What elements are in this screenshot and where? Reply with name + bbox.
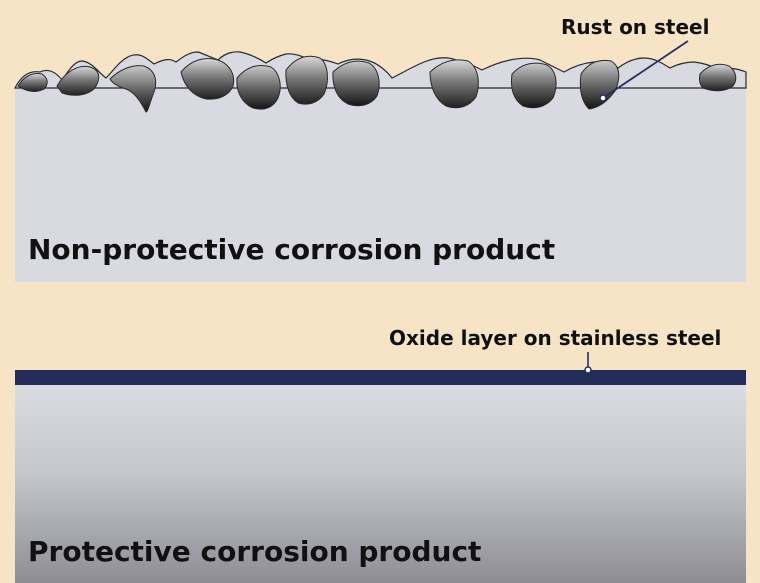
oxide-callout-marker bbox=[584, 366, 592, 374]
non-protective-caption: Non-protective corrosion product bbox=[28, 233, 555, 266]
rust-on-steel-label: Rust on steel bbox=[561, 15, 709, 39]
rust-pit-6 bbox=[285, 55, 328, 105]
rust-pit-4 bbox=[180, 58, 235, 100]
rust-callout-marker bbox=[599, 94, 607, 102]
rust-pit-1 bbox=[17, 73, 48, 92]
oxide-layer bbox=[15, 370, 746, 385]
rust-pit-5 bbox=[236, 64, 281, 110]
rust-callout-line bbox=[602, 40, 689, 99]
protective-caption: Protective corrosion product bbox=[28, 535, 481, 568]
rust-pit-7 bbox=[332, 60, 380, 107]
rust-pit-11 bbox=[698, 63, 737, 92]
steel-body-bottom bbox=[15, 385, 746, 583]
rust-pit-3 bbox=[109, 65, 157, 113]
oxide-layer-label: Oxide layer on stainless steel bbox=[389, 326, 721, 350]
rust-pit-2 bbox=[56, 65, 100, 96]
steel-body-top bbox=[15, 88, 746, 282]
rust-pit-9 bbox=[511, 62, 557, 109]
rust-pit-8 bbox=[429, 59, 479, 109]
